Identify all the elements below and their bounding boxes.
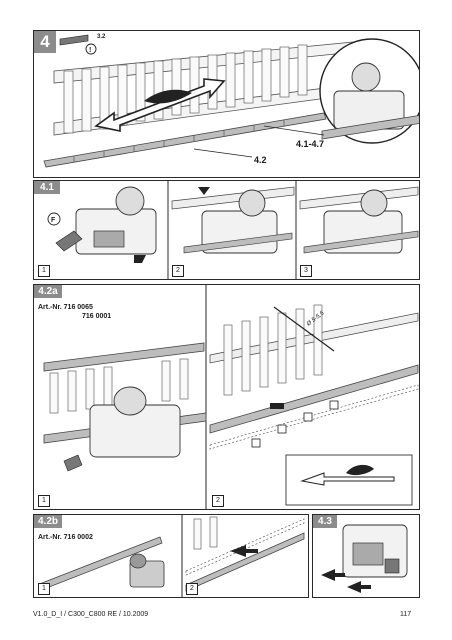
panel-step-4: 4 (33, 30, 420, 178)
mount-motor-illustration: F (47, 181, 419, 279)
step-4-2b-substep-2: 2 (186, 583, 198, 595)
reference-label: 3.2 (97, 34, 106, 40)
rack-installation-illustration (43, 285, 419, 509)
footer-page-number: 117 (400, 611, 412, 618)
callout-rack-label: 4.2 (254, 155, 267, 165)
step-4-2a-tag: 4.2a (34, 285, 62, 298)
panel-step-4-2b: 4.2b Art.-Nr. 716 0002 1 2 (33, 514, 309, 598)
panel-step-4-1: 4.1 F 1 2 3 (33, 180, 420, 280)
article-number-line-1: Art.-Nr. 716 0065 (38, 304, 93, 311)
step-4-tag: 4 (34, 31, 56, 53)
footer-document-id: V1.0_D_I / C300_C800 RE / 10.2009 (33, 611, 149, 618)
step-4-1-tag: 4.1 (34, 181, 60, 194)
callout-range-label: 4.1-4.7 (296, 139, 325, 149)
f-label: F (51, 217, 56, 224)
release-motor-illustration (321, 524, 408, 593)
step-4-2a-substep-2: 2 (212, 495, 224, 507)
article-number-line-2: 716 0001 (82, 313, 112, 320)
step-4-1-substep-2: 2 (172, 265, 184, 277)
panel-step-4-3: 4.3 (312, 514, 420, 598)
step-4-3-tag: 4.3 (313, 515, 337, 528)
article-number-2b: Art.-Nr. 716 0002 (38, 534, 93, 541)
gate-overview-illustration: ! (43, 34, 419, 168)
step-4-2b-substep-1: 1 (38, 583, 50, 595)
panel-step-4-2a: 4.2a Art.-Nr. 716 0065 716 0001 (33, 284, 420, 510)
rack-alt-installation-illustration (41, 515, 305, 597)
step-4-1-substep-1: 1 (38, 265, 50, 277)
svg-text:!: ! (89, 47, 91, 54)
step-4-2a-substep-1: 1 (38, 495, 50, 507)
step-4-2b-tag: 4.2b (34, 515, 62, 528)
step-4-1-substep-3: 3 (300, 265, 312, 277)
